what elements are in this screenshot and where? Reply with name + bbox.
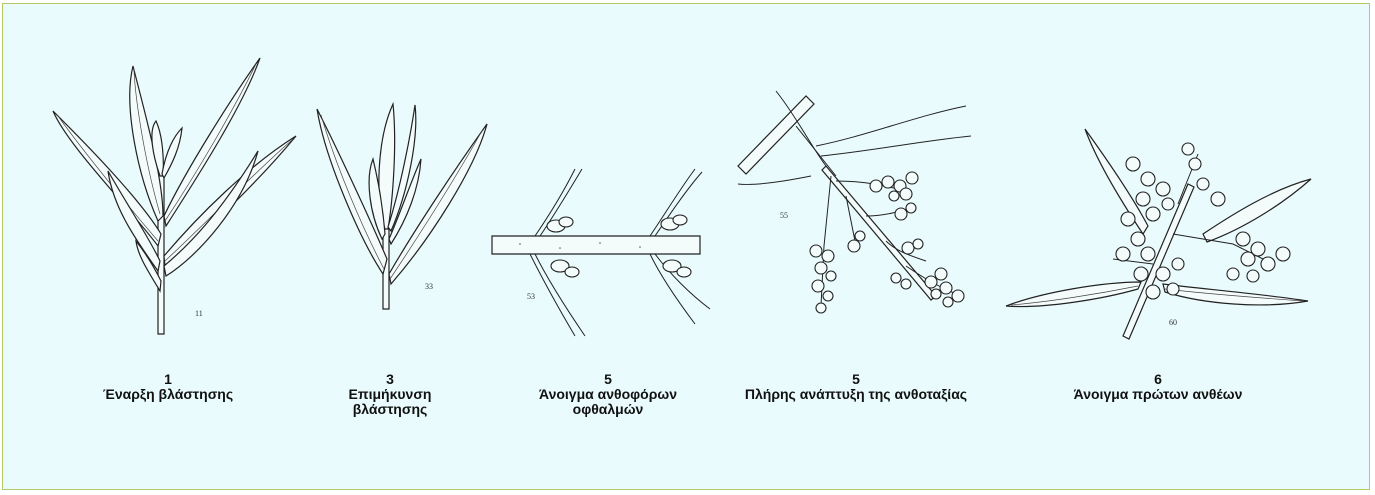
stage-5-plate-number: 60 [1169,318,1177,327]
stage-1-illustration: 11 [48,56,303,341]
stage-2-plate-number: 33 [425,282,433,291]
phenology-panel: 11 33 [2,3,1370,490]
stage-3-title: Άνοιγμα ανθοφόρων οφθαλμών [508,387,708,417]
stage-4-illustration: 55 [736,86,981,346]
stage-2-caption: 3 Επιμήκυνση βλάστησης [325,372,455,417]
stage-4-number: 5 [726,372,986,387]
stage-3-number: 5 [508,372,708,387]
stage-3-caption: 5 Άνοιγμα ανθοφόρων οφθαλμών [508,372,708,417]
olive-first-flowers-icon [1003,124,1313,339]
olive-flower-bud-opening-icon [490,164,715,339]
stage-2-number: 3 [325,372,455,387]
stage-1-number: 1 [68,372,268,387]
stage-1-caption: 1 Έναρξη βλάστησης [68,372,268,402]
stage-4-title: Πλήρης ανάπτυξη της ανθοταξίας [726,387,986,402]
stage-4-plate-number: 55 [780,211,788,220]
stage-5-title: Άνοιγμα πρώτων ανθέων [1038,387,1278,402]
stage-5-caption: 6 Άνοιγμα πρώτων ανθέων [1038,372,1278,402]
olive-shoot-elongation-icon [315,99,490,314]
stage-2-illustration: 33 [315,99,490,314]
stage-2-title: Επιμήκυνση βλάστησης [325,387,455,417]
stage-4-caption: 5 Πλήρης ανάπτυξη της ανθοταξίας [726,372,986,402]
stage-5-number: 6 [1038,372,1278,387]
stage-1-plate-number: 11 [195,309,203,318]
stage-1-title: Έναρξη βλάστησης [68,387,268,402]
stage-3-plate-number: 53 [527,292,535,301]
stage-5-illustration: 60 [1003,124,1313,339]
olive-inflorescence-icon [736,86,981,346]
olive-shoot-budbreak-icon [48,56,303,341]
stage-3-illustration: 53 [490,164,715,339]
